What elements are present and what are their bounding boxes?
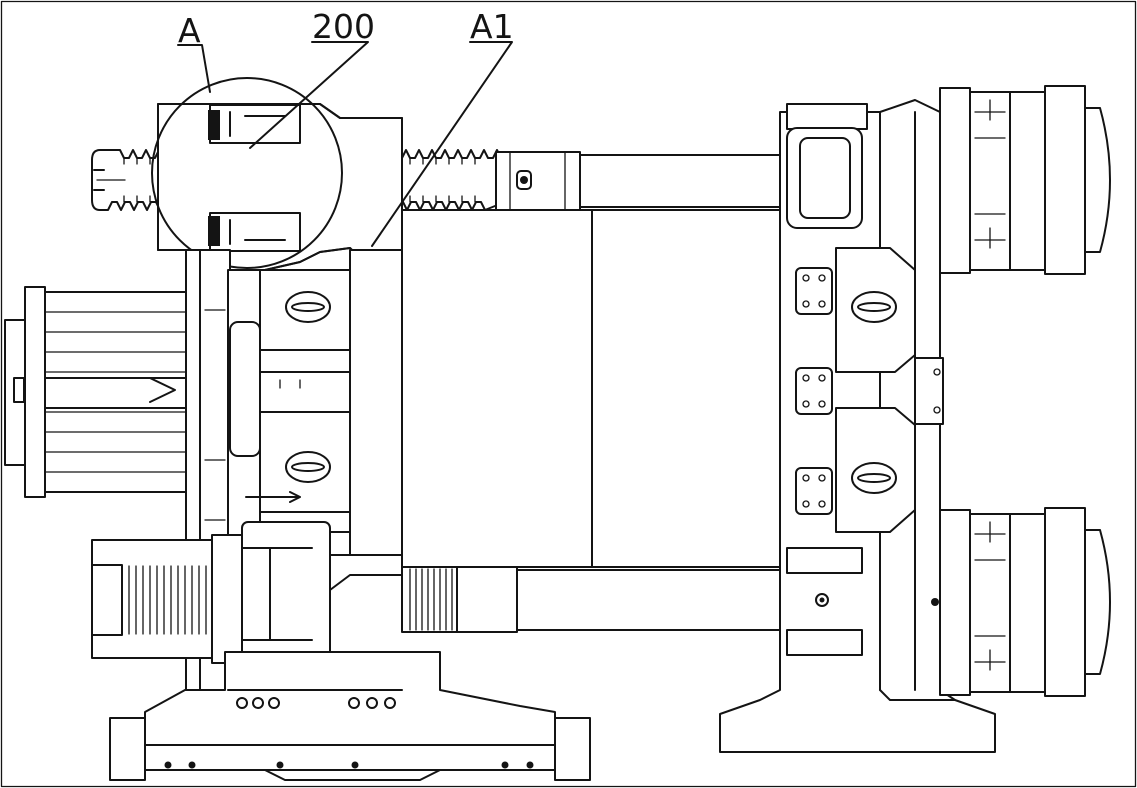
- hatched-housing-section: [157, 103, 403, 271]
- callout-a1: A1: [371, 7, 514, 247]
- callout-label-a: A: [178, 11, 201, 50]
- right-upper-wheel: [939, 85, 1111, 275]
- bottom-carriage: [109, 651, 591, 781]
- callout-label-200: 200: [312, 7, 375, 46]
- left-hub-blocks: [245, 269, 351, 533]
- right-lower-wheel: [939, 507, 1111, 697]
- callout-label-a1: A1: [470, 7, 514, 46]
- callout-a: A: [177, 11, 211, 93]
- main-cylinder: [299, 209, 783, 591]
- left-motor-assembly: [4, 286, 201, 498]
- detail-circle-a: [151, 77, 343, 269]
- right-frame: [719, 99, 996, 753]
- lower-screw: [91, 521, 783, 664]
- callout-200: 200: [249, 7, 375, 149]
